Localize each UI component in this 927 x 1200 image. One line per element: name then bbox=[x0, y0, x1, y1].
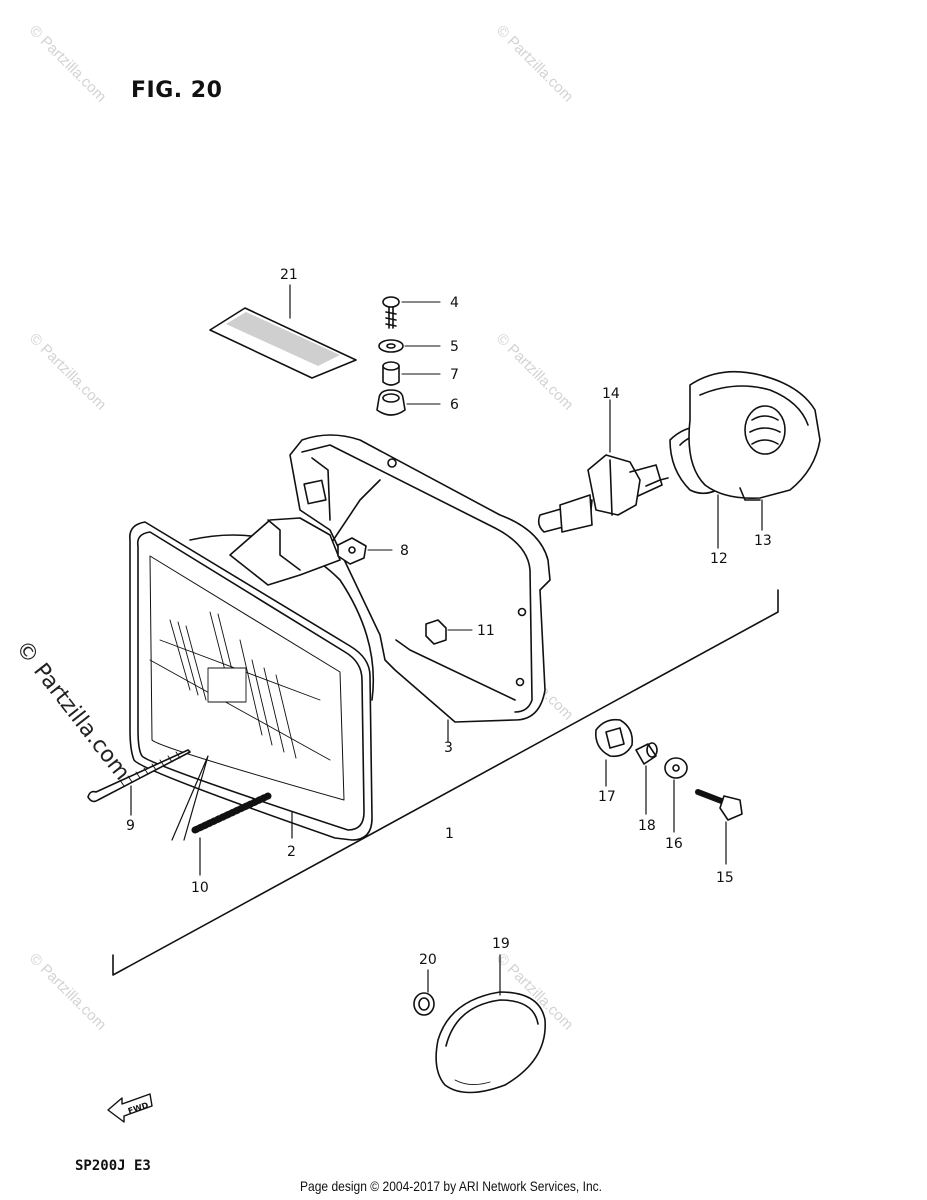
part-16-washer bbox=[664, 757, 688, 833]
callout-6: 6 bbox=[450, 397, 459, 413]
callout-9: 9 bbox=[126, 818, 135, 834]
callout-labels: 1 2 3 4 5 6 7 8 9 10 11 12 13 14 15 16 1… bbox=[126, 267, 772, 968]
callout-10: 10 bbox=[191, 880, 209, 896]
part-18-collar bbox=[635, 742, 658, 815]
callout-5: 5 bbox=[450, 339, 459, 355]
callout-7: 7 bbox=[450, 367, 459, 383]
part-20-washer bbox=[413, 969, 435, 1016]
footer-copyright: Page design © 2004-2017 by ARI Network S… bbox=[300, 1178, 603, 1194]
part-6-grommet bbox=[376, 389, 441, 416]
callout-14: 14 bbox=[602, 386, 620, 402]
callout-11: 11 bbox=[477, 623, 495, 639]
part-7-collar bbox=[382, 361, 441, 386]
callout-13: 13 bbox=[754, 533, 772, 549]
callout-21: 21 bbox=[280, 267, 298, 283]
part-10-spring bbox=[191, 792, 272, 876]
part-8-nut bbox=[337, 537, 393, 565]
callout-20: 20 bbox=[419, 952, 437, 968]
model-code: SP200J E3 bbox=[75, 1158, 151, 1174]
callout-15: 15 bbox=[716, 870, 734, 886]
part-13-socket-cover bbox=[688, 370, 821, 531]
part-9-screw bbox=[87, 749, 191, 816]
part-2-headlight-lens bbox=[128, 521, 375, 841]
part-21-label-sticker bbox=[209, 284, 357, 379]
assembly-bracket bbox=[112, 589, 779, 976]
callout-4: 4 bbox=[450, 295, 459, 311]
callout-16: 16 bbox=[665, 836, 683, 852]
part-19-cap bbox=[435, 954, 546, 1094]
callout-3: 3 bbox=[444, 740, 453, 756]
part-14-bulb bbox=[537, 399, 669, 533]
part-11-nut bbox=[425, 619, 473, 645]
figure-title: FIG. 20 bbox=[131, 78, 223, 103]
callout-18: 18 bbox=[638, 818, 656, 834]
part-17-adjuster bbox=[594, 718, 634, 787]
part-15-bolt bbox=[695, 789, 743, 865]
part-5-washer bbox=[378, 339, 441, 353]
callout-8: 8 bbox=[400, 543, 409, 559]
callout-2: 2 bbox=[287, 844, 296, 860]
fwd-arrow-icon: FWD bbox=[107, 1093, 153, 1123]
callout-1: 1 bbox=[445, 826, 454, 842]
part-4-screw bbox=[382, 296, 441, 329]
callout-19: 19 bbox=[492, 936, 510, 952]
callout-17: 17 bbox=[598, 789, 616, 805]
part-3-headlight-case bbox=[229, 434, 551, 743]
callout-12: 12 bbox=[710, 551, 728, 567]
